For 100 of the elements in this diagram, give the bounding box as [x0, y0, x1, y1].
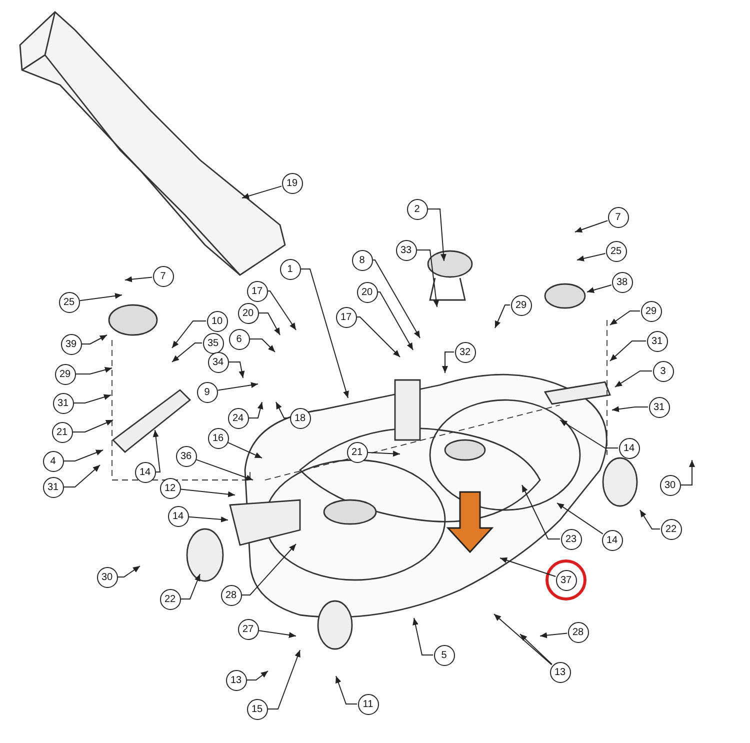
- leader-line: [79, 292, 122, 302]
- leader-line: [248, 402, 264, 418]
- leader-line: [614, 370, 652, 388]
- callout-number: 27: [238, 618, 258, 640]
- leader-line: [64, 450, 104, 462]
- callout-number: 16: [208, 428, 228, 448]
- callout-number: 9: [196, 382, 218, 402]
- leader-line: [372, 260, 420, 338]
- callout-number: 23: [560, 528, 582, 550]
- leader-line: [188, 516, 228, 522]
- callout-number: 20: [356, 282, 378, 302]
- leader-line: [560, 420, 618, 448]
- callout-number: 31: [52, 392, 74, 414]
- leader-line: [268, 290, 296, 330]
- callout-number: 38: [612, 272, 632, 292]
- callout-number: 30: [660, 474, 680, 496]
- leader-line: [172, 342, 202, 362]
- callout-number: 24: [228, 408, 248, 428]
- leader-line: [300, 268, 349, 398]
- leader-line: [72, 420, 114, 432]
- leader-line: [336, 676, 358, 704]
- callout-number: 30: [96, 566, 118, 588]
- leader-line: [250, 338, 276, 352]
- callout-number: 4: [42, 450, 64, 472]
- leader-line: [180, 488, 236, 498]
- callout-number: 37: [556, 570, 576, 590]
- leader-line: [500, 557, 556, 577]
- leader-line: [258, 630, 296, 638]
- leader-line: [276, 402, 290, 418]
- callout-number: 20: [238, 302, 258, 324]
- callout-number: 35: [202, 332, 224, 354]
- leader-line: [356, 316, 400, 358]
- leader-line: [442, 352, 454, 374]
- callout-number: 10: [206, 310, 228, 332]
- callout-number: 19: [282, 172, 302, 194]
- leader-line: [576, 253, 606, 262]
- callout-number: 33: [396, 240, 416, 260]
- leader-line: [680, 460, 695, 486]
- callout-number: 14: [618, 438, 640, 458]
- callout-number: 7: [608, 206, 628, 228]
- callout-number: 25: [58, 292, 80, 312]
- leader-line: [124, 276, 153, 282]
- callout-number: 17: [246, 280, 268, 302]
- leader-line: [76, 366, 112, 374]
- callout-number: 11: [358, 694, 378, 714]
- leader-line: [540, 632, 568, 638]
- callout-number: 31: [42, 476, 64, 498]
- leader-line: [228, 442, 262, 458]
- leader-line: [522, 484, 560, 540]
- leader-line: [242, 544, 296, 596]
- callout-number: 29: [510, 294, 532, 316]
- leader-line: [368, 450, 400, 457]
- leader-line: [416, 250, 440, 308]
- callout-number: 5: [434, 644, 454, 666]
- callout-number: 29: [640, 300, 662, 322]
- callout-number: 39: [60, 334, 82, 354]
- leader-line: [610, 310, 640, 326]
- leader-line: [610, 340, 646, 362]
- callout-number: 13: [226, 670, 246, 690]
- callout-number: 3: [652, 360, 674, 382]
- callout-number: 15: [246, 698, 268, 720]
- callout-number: 7: [152, 266, 174, 286]
- callout-number: 21: [52, 422, 72, 442]
- leader-line: [242, 186, 282, 199]
- leader-line: [217, 382, 258, 391]
- leader-line: [74, 394, 112, 404]
- leader-line: [258, 312, 280, 336]
- callout-number: 28: [568, 622, 588, 642]
- leader-line: [152, 430, 161, 472]
- callout-number: 31: [646, 330, 668, 352]
- callout-number: 36: [176, 446, 196, 466]
- leader-line: [196, 459, 254, 480]
- leader-line: [494, 304, 510, 328]
- callout-number: 28: [220, 584, 242, 606]
- leader-line: [378, 292, 414, 350]
- callout-number: 1: [280, 258, 300, 280]
- callout-number: 22: [660, 518, 682, 540]
- leader-line: [586, 284, 612, 293]
- leader-line: [574, 220, 608, 233]
- callout-number: 32: [454, 342, 476, 362]
- leader-line: [180, 574, 200, 600]
- callout-number: 18: [290, 408, 310, 428]
- callout-number: 13: [550, 662, 570, 682]
- leader-line: [520, 634, 552, 665]
- callout-number: 17: [336, 306, 356, 328]
- callout-number: 14: [602, 530, 622, 550]
- callout-number: 14: [168, 506, 188, 526]
- callout-number: 8: [352, 250, 372, 270]
- leader-line: [412, 618, 434, 656]
- callout-number: 6: [228, 328, 250, 350]
- callout-number: 22: [160, 588, 180, 610]
- leader-line: [82, 334, 108, 344]
- leader-line: [268, 650, 300, 710]
- callout-number: 12: [160, 478, 180, 498]
- leader-line: [64, 464, 100, 488]
- leader-line: [556, 502, 604, 534]
- callout-number: 34: [208, 352, 228, 372]
- callout-number: 14: [134, 462, 156, 482]
- leader-line: [172, 320, 206, 348]
- leader-line: [640, 510, 660, 530]
